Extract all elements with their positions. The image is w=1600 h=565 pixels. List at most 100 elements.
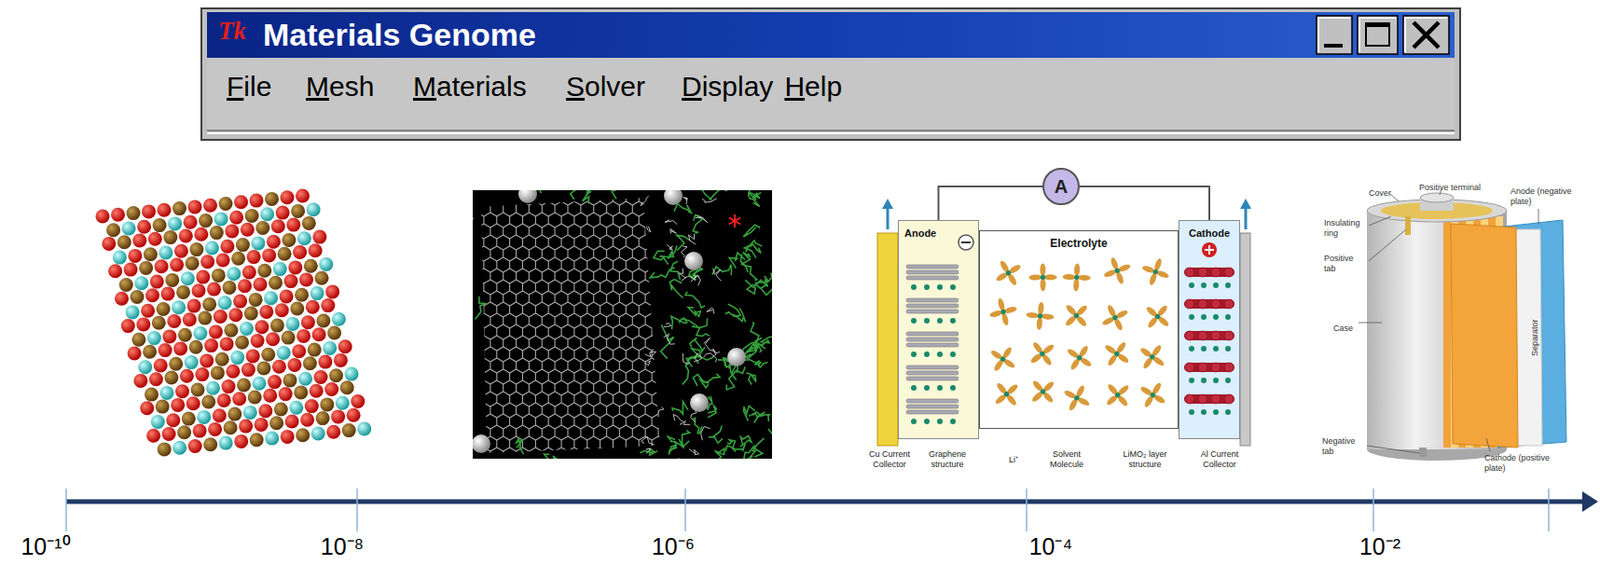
solvent-chain — [689, 449, 700, 456]
atom — [168, 357, 183, 372]
atom — [240, 222, 255, 237]
atom — [279, 289, 294, 304]
atom — [292, 245, 307, 260]
atom — [259, 304, 274, 319]
atom — [252, 376, 267, 391]
solvent-lobe — [1073, 277, 1080, 291]
atom — [186, 396, 201, 411]
atom — [250, 235, 265, 250]
cathode-atom — [1185, 362, 1195, 373]
solvent-chain — [680, 421, 691, 426]
solvent-chain — [713, 348, 720, 357]
cathode-atom — [1224, 394, 1234, 404]
atom — [183, 215, 198, 230]
atom — [335, 396, 350, 411]
lithium-ion — [1213, 377, 1219, 384]
atom — [280, 190, 295, 205]
atom — [239, 321, 254, 336]
terminal-top — [1420, 193, 1454, 203]
solvent-molecule — [1137, 296, 1177, 336]
atom — [263, 290, 278, 305]
menu-item: Mesh — [305, 70, 374, 103]
polymer-molecules — [472, 190, 773, 459]
atom — [122, 221, 137, 236]
atom — [232, 391, 247, 406]
solvent-chain — [701, 427, 711, 442]
part-label-holder: Li⁺ — [999, 449, 1028, 467]
atom — [257, 263, 272, 278]
polymer-chain — [672, 401, 689, 414]
polymer-chain — [688, 307, 701, 318]
menu-bar — [206, 57, 1455, 135]
part-label-holder: Negative tab — [1322, 436, 1366, 458]
atom — [219, 436, 234, 451]
axis-label: 10⁻⁶ — [651, 533, 695, 560]
atom — [262, 248, 276, 263]
anode-box: Anode — [897, 220, 980, 440]
part-label: Cu Current Collector — [863, 449, 916, 469]
lithium-ion — [1200, 377, 1207, 384]
atom — [162, 329, 177, 344]
atom — [326, 425, 341, 440]
atom — [198, 213, 213, 228]
ion-sphere — [518, 190, 538, 204]
atom — [260, 206, 275, 221]
axis-tick — [1372, 488, 1375, 532]
atom — [284, 274, 299, 289]
atom — [342, 423, 357, 438]
atom — [172, 201, 187, 216]
atom — [267, 374, 282, 389]
button-highlight — [1405, 17, 1448, 53]
menu-item: Display — [681, 70, 773, 103]
atom — [220, 239, 235, 254]
atom — [125, 304, 140, 319]
lithium-ion — [1000, 308, 1007, 315]
atom — [192, 283, 207, 298]
solvent-lobe — [1028, 274, 1042, 280]
atom — [224, 223, 239, 238]
atom — [229, 210, 244, 225]
menu-item-holder: Mesh — [305, 70, 374, 103]
polymer-chain — [661, 324, 675, 359]
part-label-holder: Cover — [1368, 182, 1392, 200]
lithium-ion — [1073, 312, 1080, 319]
part-label-holder: Solvent Molecule — [1040, 449, 1093, 471]
atom — [249, 193, 264, 208]
solvent-lobe — [1000, 312, 1009, 327]
atom — [191, 383, 206, 398]
solvent-molecule — [1024, 301, 1056, 332]
lithium-ion — [924, 317, 930, 324]
solvent-molecule — [1097, 334, 1137, 374]
cathode-layer — [1184, 267, 1235, 277]
lithium-ion — [950, 418, 956, 425]
lithium-ion — [910, 418, 917, 425]
atom — [357, 421, 372, 436]
atom — [221, 379, 236, 394]
atom — [253, 277, 268, 292]
atom — [142, 344, 157, 359]
atom — [162, 427, 177, 442]
polymer-chain — [708, 425, 723, 443]
atom — [143, 247, 158, 262]
solvent-chain — [702, 198, 718, 203]
lithium-ion — [1188, 345, 1195, 352]
solvent-chain — [646, 448, 651, 454]
atom — [217, 393, 232, 408]
electrolyte-fill — [979, 230, 1179, 429]
atom — [177, 425, 192, 440]
atom — [289, 400, 304, 415]
solvent-chain — [689, 234, 697, 245]
ion-sphere — [663, 190, 683, 206]
atom — [193, 326, 207, 341]
atom — [310, 286, 325, 301]
lithium-ion — [1113, 350, 1120, 358]
atom — [222, 280, 237, 295]
lithium-ion — [910, 317, 917, 324]
part-label: Anode (negative plate) — [1510, 186, 1573, 207]
polymer-chain — [679, 430, 690, 449]
solvent-molecule — [1133, 375, 1173, 414]
solvent-chain — [682, 353, 690, 365]
minimize-glyph — [1324, 43, 1343, 48]
atom — [295, 189, 310, 204]
atom — [277, 247, 292, 262]
